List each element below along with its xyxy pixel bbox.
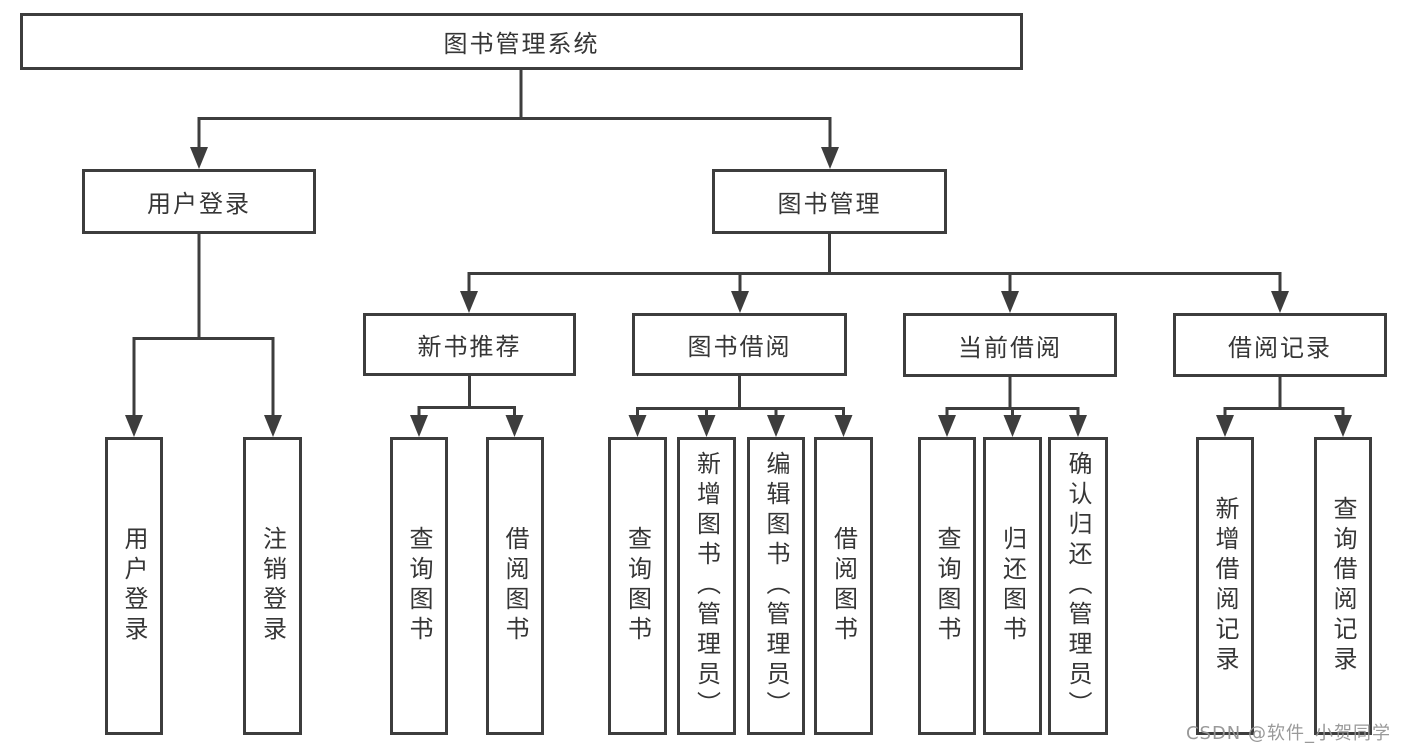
leaf-current-return-books-label: 归还图书 (998, 526, 1027, 646)
node-book-management-label: 图书管理 (777, 190, 882, 218)
leaf-recommend-query-books: 查询图书 (390, 437, 448, 735)
connector-line (417, 406, 516, 420)
leaf-user-login-label: 用户登录 (120, 526, 148, 646)
leaf-current-query-books-label: 查询图书 (933, 526, 961, 646)
connector-arrowhead (697, 415, 716, 437)
connector-arrowhead (938, 415, 956, 437)
node-current-borrow: 当前借阅 (903, 313, 1117, 377)
connector-arrowhead (1271, 291, 1289, 313)
node-book-borrow: 图书借阅 (632, 313, 847, 376)
leaf-current-confirm-return-admin: 确认归还（管理员） (1048, 437, 1108, 735)
leaf-logout-label: 注销登录 (258, 526, 287, 646)
connector-line (197, 117, 832, 150)
connector-arrowhead (767, 415, 785, 437)
connector-line (467, 272, 1282, 294)
leaf-borrow-query-books: 查询图书 (608, 437, 667, 735)
leaf-borrow-add-books-admin-label: 新增图书（管理员） (692, 451, 721, 721)
leaf-records-add-record: 新增借阅记录 (1196, 437, 1254, 735)
leaf-recommend-borrow-books-label: 借阅图书 (501, 526, 529, 646)
connector-arrowhead (731, 291, 749, 313)
node-book-borrow-label: 图书借阅 (687, 333, 792, 361)
leaf-recommend-borrow-books: 借阅图书 (486, 437, 544, 735)
connector-arrowhead (1216, 415, 1234, 437)
connector-arrowhead (834, 415, 853, 437)
connector-arrowhead (505, 415, 524, 437)
connector-arrowhead (264, 415, 282, 437)
leaf-recommend-query-books-label: 查询图书 (405, 526, 433, 646)
connector-line (636, 407, 845, 420)
leaf-current-confirm-return-admin-label: 确认归还（管理员） (1064, 451, 1092, 721)
node-user-login-label: 用户登录 (147, 190, 251, 218)
leaf-borrow-edit-books-admin: 编辑图书（管理员） (747, 437, 805, 735)
connector-arrowhead (125, 415, 143, 437)
connector-line (1223, 407, 1345, 420)
leaf-current-return-books: 归还图书 (983, 437, 1042, 735)
leaf-borrow-edit-books-admin-label: 编辑图书（管理员） (762, 451, 790, 721)
node-user-login: 用户登录 (82, 169, 316, 234)
connector-arrowhead (1069, 415, 1087, 437)
leaf-records-query-record: 查询借阅记录 (1314, 437, 1372, 735)
node-new-book-recommend-label: 新书推荐 (417, 333, 522, 361)
leaf-borrow-borrow-books: 借阅图书 (814, 437, 873, 735)
connector-arrowhead (1003, 415, 1022, 437)
connector-arrowhead (628, 415, 647, 437)
node-book-management: 图书管理 (712, 169, 947, 234)
leaf-records-add-record-label: 新增借阅记录 (1211, 496, 1239, 676)
leaf-current-query-books: 查询图书 (918, 437, 976, 735)
leaf-borrow-borrow-books-label: 借阅图书 (829, 526, 858, 646)
leaf-user-login: 用户登录 (105, 437, 163, 735)
connector-arrowhead (460, 291, 478, 313)
node-borrow-records-label: 借阅记录 (1228, 333, 1332, 362)
node-root-system: 图书管理系统 (20, 13, 1023, 70)
watermark: CSDN @软件_小贺同学 (1185, 723, 1391, 744)
node-root-label: 图书管理系统 (443, 30, 600, 58)
connector-arrowhead (1001, 291, 1019, 313)
node-borrow-records: 借阅记录 (1173, 313, 1387, 377)
node-current-borrow-label: 当前借阅 (958, 333, 1062, 362)
leaf-logout: 注销登录 (243, 437, 302, 735)
connector-arrowhead (1334, 415, 1352, 437)
node-new-book-recommend: 新书推荐 (363, 313, 576, 376)
leaf-records-query-record-label: 查询借阅记录 (1329, 496, 1357, 676)
leaf-borrow-query-books-label: 查询图书 (623, 526, 652, 646)
connector-arrowhead (821, 147, 839, 169)
connector-arrowhead (190, 147, 208, 169)
connector-line (132, 337, 275, 418)
connector-arrowhead (410, 415, 428, 437)
leaf-borrow-add-books-admin: 新增图书（管理员） (677, 437, 736, 735)
